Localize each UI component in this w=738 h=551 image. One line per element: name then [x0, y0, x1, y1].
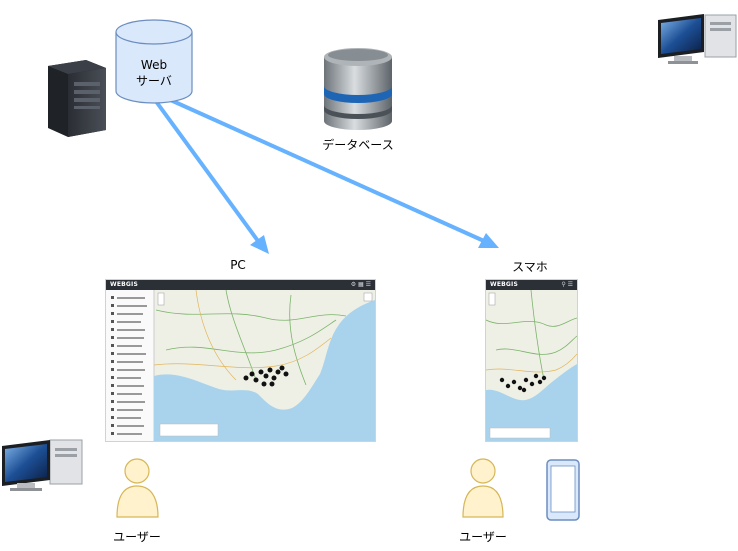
web-server-cylinder: [115, 19, 193, 104]
arrow-webserver-to-phone: [165, 96, 499, 248]
phone-webgis-screenshot: WEBGIS ⚲ ☰: [485, 279, 578, 442]
database-label: データベース: [322, 138, 394, 152]
desktop-computer-icon: [658, 14, 737, 64]
web-server-label: Web サーバ: [136, 58, 172, 88]
tower-server-icon: [48, 60, 106, 137]
map-marker-icon: [499, 373, 547, 393]
phone-user-label: ユーザー: [459, 530, 507, 544]
desktop-computer-icon: [2, 439, 83, 491]
pc-webgis-screenshot: WEBGIS ⚙ ▦ ☰: [105, 279, 376, 442]
pc-app-brand: WEBGIS: [110, 281, 138, 288]
pc-user-label: ユーザー: [113, 530, 161, 544]
user-icon: [116, 458, 159, 518]
pc-label: PC: [230, 258, 246, 272]
phone-label: スマホ: [512, 260, 548, 274]
phone-app-header: WEBGIS ⚲ ☰: [486, 280, 577, 290]
database-icon: [324, 48, 392, 130]
arrow-webserver-to-pc: [153, 98, 269, 254]
phone-app-brand: WEBGIS: [490, 281, 518, 288]
user-icon: [462, 458, 504, 518]
phone-map: [486, 290, 577, 441]
pc-header-icons: ⚙ ▦ ☰: [350, 281, 371, 288]
map-marker-icon: [243, 365, 289, 387]
phone-header-icons: ⚲ ☰: [561, 281, 573, 288]
smartphone-icon: [546, 459, 580, 521]
pc-app-header: WEBGIS ⚙ ▦ ☰: [106, 280, 375, 290]
pc-map: [106, 290, 375, 441]
